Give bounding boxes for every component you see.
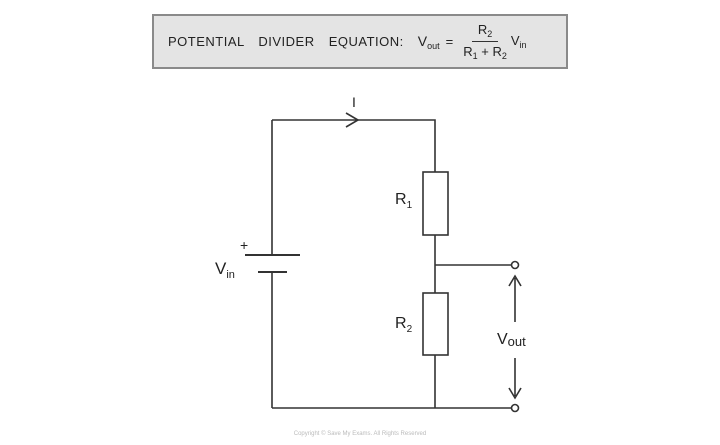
subscript: 2 xyxy=(501,51,507,61)
circuit-wire-top xyxy=(272,119,436,172)
in-subscript: in xyxy=(519,40,527,50)
r-symbol: R xyxy=(463,44,473,59)
numerator: R2 xyxy=(471,22,499,42)
plus-sign: + xyxy=(481,44,489,59)
fraction: R2 R1 + R2 xyxy=(463,22,507,61)
copyright-notice: Copyright © Save My Exams. All Rights Re… xyxy=(293,431,427,437)
output-terminal-bottom xyxy=(510,403,520,413)
equation-box: POTENTIAL DIVIDER EQUATION: Vout = R2 R1… xyxy=(152,14,568,69)
current-arrow-icon xyxy=(345,112,360,128)
denominator: R1 + R2 xyxy=(463,42,507,61)
r2-label: R2 xyxy=(395,315,413,335)
vout-label: Vout xyxy=(497,331,526,349)
r-symbol: R xyxy=(477,22,488,37)
subscript: 1 xyxy=(472,51,478,61)
current-label: I xyxy=(352,94,356,110)
vout-term: Vout xyxy=(418,33,440,51)
battery-cell xyxy=(245,254,300,273)
vout-arrow-icon xyxy=(508,274,522,400)
v-symbol: V xyxy=(417,32,428,49)
battery-plus-sign: + xyxy=(240,237,248,253)
vin-term: Vin xyxy=(511,33,527,50)
vin-label: Vin xyxy=(215,259,235,281)
resistor-r1 xyxy=(422,171,449,236)
equals-sign: = xyxy=(445,34,454,49)
out-subscript: out xyxy=(427,40,440,51)
equation-label: POTENTIAL DIVIDER EQUATION: xyxy=(168,34,404,49)
resistor-r2 xyxy=(422,292,449,356)
circuit-wire-bottom xyxy=(272,355,512,409)
r-symbol: R xyxy=(492,44,502,59)
v-symbol: V xyxy=(510,33,520,48)
r1-label: R1 xyxy=(395,191,413,211)
subscript: 2 xyxy=(487,29,493,39)
output-terminal-top xyxy=(510,260,520,270)
